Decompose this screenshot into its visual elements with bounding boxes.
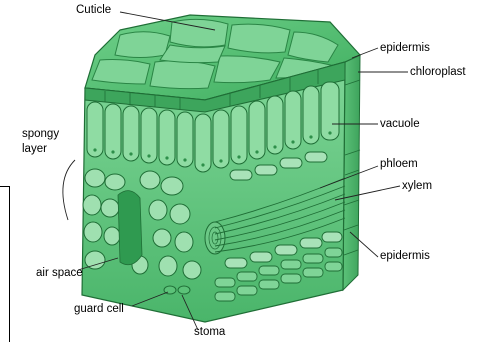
label-chloroplast: chloroplast bbox=[410, 66, 466, 79]
label-air-space: air space bbox=[36, 267, 83, 280]
label-epidermis-bottom: epidermis bbox=[380, 250, 430, 263]
label-epidermis-top: epidermis bbox=[380, 42, 430, 55]
label-stoma: stoma bbox=[194, 326, 225, 339]
label-vacuole: vacuole bbox=[380, 118, 420, 131]
label-spongy-line2: layer bbox=[22, 143, 47, 156]
label-guard-cell: guard cell bbox=[74, 303, 124, 316]
bracket-line-top bbox=[0, 186, 9, 187]
label-spongy-line1: spongy bbox=[22, 128, 59, 141]
label-xylem: xylem bbox=[402, 180, 432, 193]
bracket-line-vertical bbox=[9, 186, 10, 342]
label-phloem: phloem bbox=[380, 158, 418, 171]
air-space bbox=[118, 191, 142, 265]
label-cuticle: Cuticle bbox=[76, 4, 111, 17]
